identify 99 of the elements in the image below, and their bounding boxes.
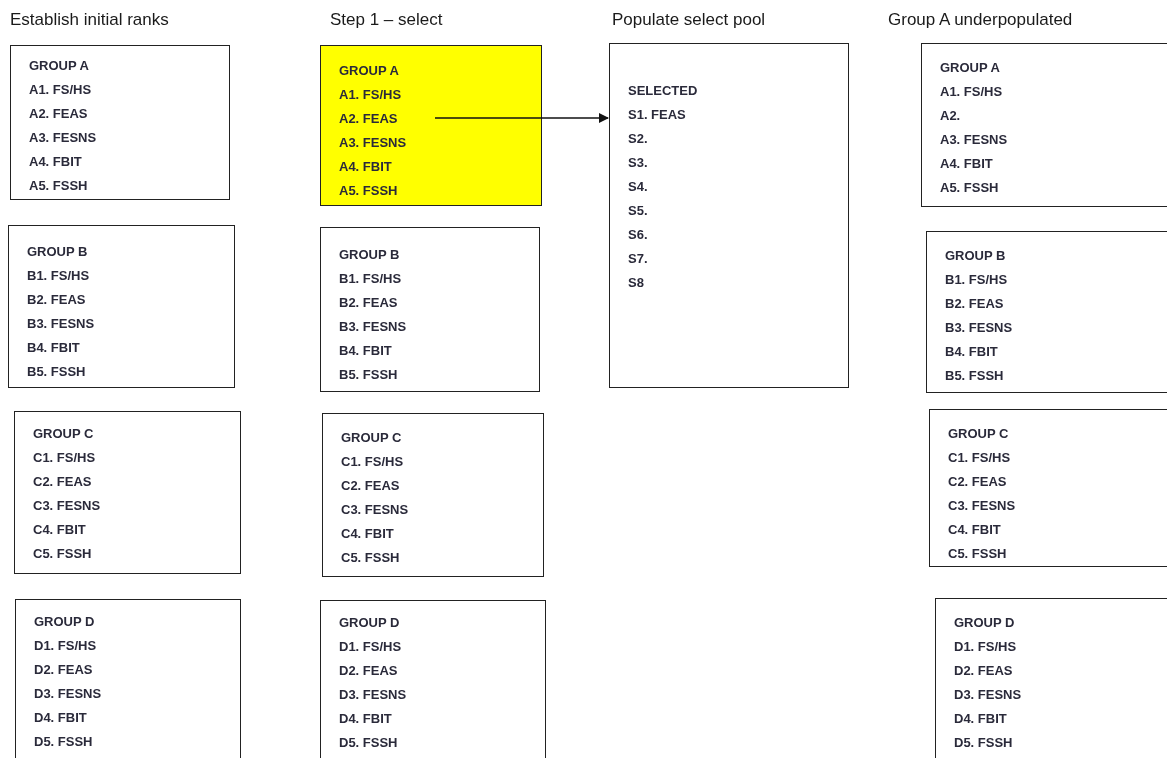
rank-item: B1. FS/HS [27, 267, 90, 285]
group-heading: GROUP A [940, 59, 1000, 77]
column-heading: Populate select pool [612, 10, 766, 30]
rank-item: B1. FS/HS [339, 270, 402, 288]
rank-item: C4. FBIT [948, 521, 1001, 539]
group-heading: GROUP B [945, 247, 1006, 265]
rank-item: S8 [628, 274, 644, 292]
rank-item: B3. FESNS [27, 315, 95, 333]
group-heading: GROUP C [948, 425, 1009, 443]
column-heading: Establish initial ranks [10, 10, 169, 30]
list-box [8, 225, 235, 388]
list-box [320, 600, 546, 758]
rank-item: B2. FEAS [945, 295, 1004, 313]
rank-item: B4. FBIT [27, 339, 80, 357]
rank-item: S3. [628, 154, 648, 172]
rank-item: D2. FEAS [954, 662, 1013, 680]
rank-item: B3. FESNS [339, 318, 407, 336]
arrow [434, 113, 609, 123]
rank-item: C2. FEAS [33, 473, 92, 491]
rank-item: B1. FS/HS [945, 271, 1008, 289]
rank-item: D1. FS/HS [339, 638, 402, 656]
rank-item: D4. FBIT [34, 709, 87, 727]
rank-item: A3. FESNS [29, 129, 97, 147]
list-box [322, 413, 544, 577]
group-heading: GROUP A [339, 62, 399, 80]
rank-item: D3. FESNS [34, 685, 102, 703]
rank-item: A1. FS/HS [29, 81, 92, 99]
rank-item: A1. FS/HS [940, 83, 1003, 101]
rank-item: A2. [940, 107, 961, 125]
rank-item: C4. FBIT [341, 525, 394, 543]
rank-item: D1. FS/HS [954, 638, 1017, 656]
group-heading: SELECTED [628, 82, 698, 100]
rank-item: A3. FESNS [339, 134, 407, 152]
column-heading: Step 1 – select [330, 10, 443, 30]
rank-item: A3. FESNS [940, 131, 1008, 149]
rank-item: B5. FSSH [339, 366, 398, 384]
group-heading: GROUP B [339, 246, 400, 264]
rank-item: A5. FSSH [339, 182, 398, 200]
rank-item: C1. FS/HS [948, 449, 1011, 467]
rank-item: B5. FSSH [27, 363, 86, 381]
rank-item: B5. FSSH [945, 367, 1004, 385]
rank-item: C1. FS/HS [33, 449, 96, 467]
column-heading: Group A underpopulated [888, 10, 1073, 30]
rank-item: D3. FESNS [339, 686, 407, 704]
list-box [935, 598, 1167, 758]
rank-item: B2. FEAS [27, 291, 86, 309]
rank-item: S7. [628, 250, 648, 268]
rank-item: A2. FEAS [29, 105, 88, 123]
rank-item: A4. FBIT [940, 155, 993, 173]
rank-item: C5. FSSH [341, 549, 400, 567]
rank-item: D1. FS/HS [34, 637, 97, 655]
rank-item: B2. FEAS [339, 294, 398, 312]
rank-item: A1. FS/HS [339, 86, 402, 104]
rank-item: D5. FSSH [339, 734, 398, 752]
rank-item: A5. FSSH [940, 179, 999, 197]
rank-item: S2. [628, 130, 648, 148]
rank-item: C5. FSSH [948, 545, 1007, 563]
rank-item: C5. FSSH [33, 545, 92, 563]
rank-item: C4. FBIT [33, 521, 86, 539]
rank-item: B3. FESNS [945, 319, 1013, 337]
rank-item: C3. FESNS [33, 497, 101, 515]
list-box [15, 599, 241, 758]
rank-item: D2. FEAS [339, 662, 398, 680]
rank-item: S1. FEAS [628, 106, 686, 124]
rank-item: C3. FESNS [948, 497, 1016, 515]
rank-item: D3. FESNS [954, 686, 1022, 704]
group-heading: GROUP C [33, 425, 94, 443]
group-heading: GROUP D [339, 614, 400, 632]
rank-item: S6. [628, 226, 648, 244]
list-box [609, 43, 849, 388]
group-heading: GROUP C [341, 429, 402, 447]
rank-item: C2. FEAS [948, 473, 1007, 491]
rank-item: D4. FBIT [339, 710, 392, 728]
rank-item: D4. FBIT [954, 710, 1007, 728]
group-heading: GROUP B [27, 243, 88, 261]
rank-item: A2. FEAS [339, 110, 398, 128]
rank-item: A5. FSSH [29, 177, 88, 195]
group-heading: GROUP A [29, 57, 89, 75]
list-box [10, 45, 230, 200]
list-box [929, 409, 1167, 567]
rank-item: A4. FBIT [339, 158, 392, 176]
list-box [320, 45, 542, 206]
group-heading: GROUP D [34, 613, 95, 631]
rank-item: S5. [628, 202, 648, 220]
rank-item: B4. FBIT [945, 343, 998, 361]
rank-item: D5. FSSH [954, 734, 1013, 752]
list-box [926, 231, 1167, 393]
rank-item: S4. [628, 178, 648, 196]
list-box [921, 43, 1167, 207]
rank-item: C3. FESNS [341, 501, 409, 519]
rank-item: D5. FSSH [34, 733, 93, 751]
rank-item: B4. FBIT [339, 342, 392, 360]
list-box [14, 411, 241, 574]
list-box [320, 227, 540, 392]
rank-item: D2. FEAS [34, 661, 93, 679]
rank-item: C2. FEAS [341, 477, 400, 495]
rank-item: A4. FBIT [29, 153, 82, 171]
group-heading: GROUP D [954, 614, 1015, 632]
rank-item: C1. FS/HS [341, 453, 404, 471]
